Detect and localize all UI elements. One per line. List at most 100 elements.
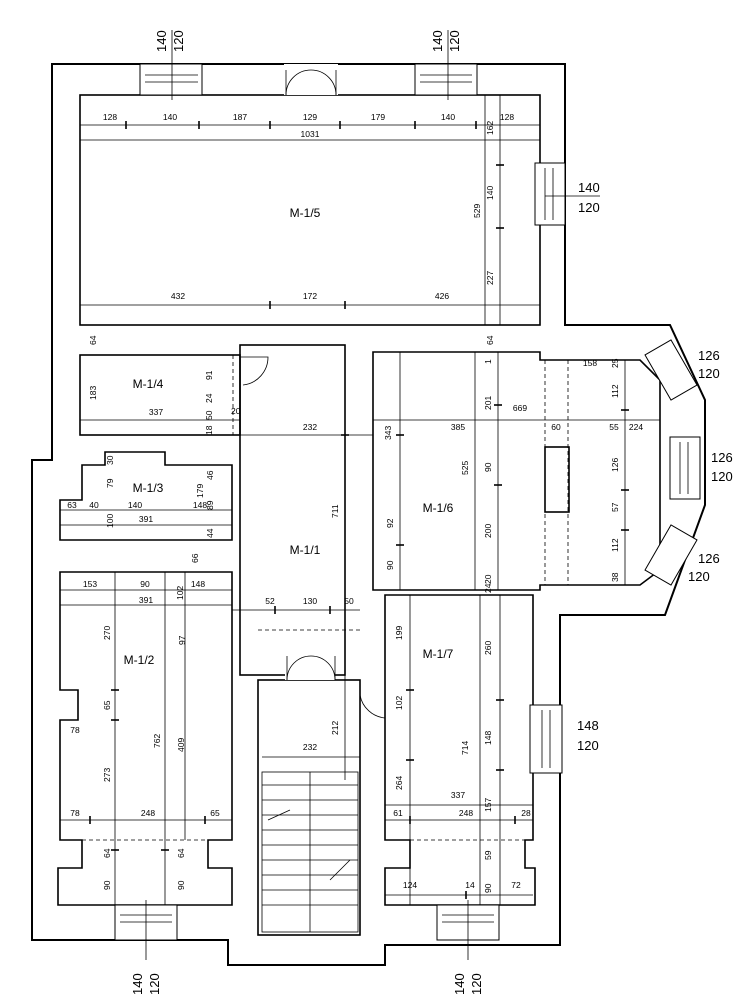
dim-label: 200 [483,524,493,538]
dim-label: 409 [176,738,186,752]
outer-wall [31,63,706,966]
dim-label: 90 [102,880,112,890]
dim-label: 112 [610,538,620,552]
dim-label: 90 [176,880,186,890]
dim-label: 391 [139,514,153,524]
dim-label: 63 [67,500,77,510]
dim-label: 89 [205,500,215,510]
dim-label: 140 [128,500,142,510]
dim-label: 426 [435,291,449,301]
dim-label: 25 [610,358,620,368]
room-label-m11: M-1/1 [290,543,321,557]
dim-label: 97 [177,635,187,645]
dim-label: 337 [451,790,465,800]
dimension-ticks [89,121,629,899]
dim-label: 525 [460,461,470,475]
window-top-left [139,30,203,100]
dim-label: 52 [265,596,275,606]
dim-label: 24 [204,393,214,403]
dim-label: 90 [385,560,395,570]
dim-label: 128 [103,112,117,122]
dim-label: 270 [102,626,112,640]
dim-label: 57 [610,502,620,512]
window-bottom-right [436,900,500,960]
dim-label: 64 [102,848,112,858]
dim-label: 61 [393,808,403,818]
stair-treads [261,771,359,933]
dim-label: 60 [551,422,561,432]
dim-label: 102 [175,586,185,600]
dim-label: 112 [610,384,620,398]
dim-label: 172 [303,291,317,301]
window-width-label: 126 [698,348,720,363]
dim-label: 38 [610,572,620,582]
dim-label: 65 [210,808,220,818]
window-top-right [414,30,478,100]
dim-label: 1031 [301,129,320,139]
dim-label: 187 [233,112,247,122]
dim-label: 260 [483,641,493,655]
door-m17 [359,690,386,719]
window-width-label: 140 [154,30,169,52]
dim-label: 179 [195,484,205,498]
dim-label: 273 [102,768,112,782]
room-m13-area [59,451,233,541]
dim-label: 140 [441,112,455,122]
dim-label: 50 [204,410,214,420]
dim-label: 14 [465,880,475,890]
dim-label: 201 [483,396,493,410]
dim-label: 248 [141,808,155,818]
dim-label: 24 [483,583,493,593]
room-m14-area [79,354,241,436]
dim-label: 148 [483,731,493,745]
dim-label: 1 [483,359,493,364]
dim-label: 227 [485,271,495,285]
window-width-label: 140 [430,30,445,52]
dim-label: 20 [483,574,493,584]
dim-label: 91 [204,370,214,380]
dim-label: 148 [191,579,205,589]
dim-label: 64 [485,335,495,345]
dim-label: 65 [102,700,112,710]
window-height-label: 120 [688,569,710,584]
window-height-label: 120 [578,200,600,215]
dim-label: 432 [171,291,185,301]
room-label-m15: M-1/5 [290,206,321,220]
dim-label: 46 [205,470,215,480]
window-width-label: 140 [452,973,467,995]
room-label-m12: M-1/2 [124,653,155,667]
dim-label: 30 [105,455,115,465]
window-label-top-right: 140 120 [430,30,462,52]
window-bay-2 [669,436,701,500]
room-label-m13: M-1/3 [133,481,164,495]
dim-label: 28 [521,808,531,818]
dim-label: 126 [610,458,620,472]
dim-label: 50 [344,596,354,606]
dim-label: 337 [149,407,163,417]
dim-label: 158 [583,358,597,368]
dim-label: 264 [394,776,404,790]
door-m15 [284,64,338,96]
window-right-m15 [534,162,600,226]
door-m14 [240,356,269,386]
room-label-m17: M-1/7 [423,647,454,661]
dim-label: 385 [451,422,465,432]
dim-label: 44 [205,528,215,538]
window-label-bottom-left: 140 120 [130,973,162,995]
dim-label: 179 [371,112,385,122]
window-label-bay-3: 126 120 [688,551,720,584]
dim-label: 130 [303,596,317,606]
dim-label: 140 [485,186,495,200]
dim-label: 248 [459,808,473,818]
window-height-label: 120 [171,30,186,52]
dim-label: 90 [483,462,493,472]
dim-label: 183 [88,386,98,400]
dim-label: 55 [609,422,619,432]
window-bay-1 [644,339,698,401]
window-bay-3 [644,524,698,586]
window-height-label: 120 [577,738,599,753]
window-width-label: 126 [698,551,720,566]
dim-label: 90 [140,579,150,589]
window-height-label: 120 [469,973,484,995]
